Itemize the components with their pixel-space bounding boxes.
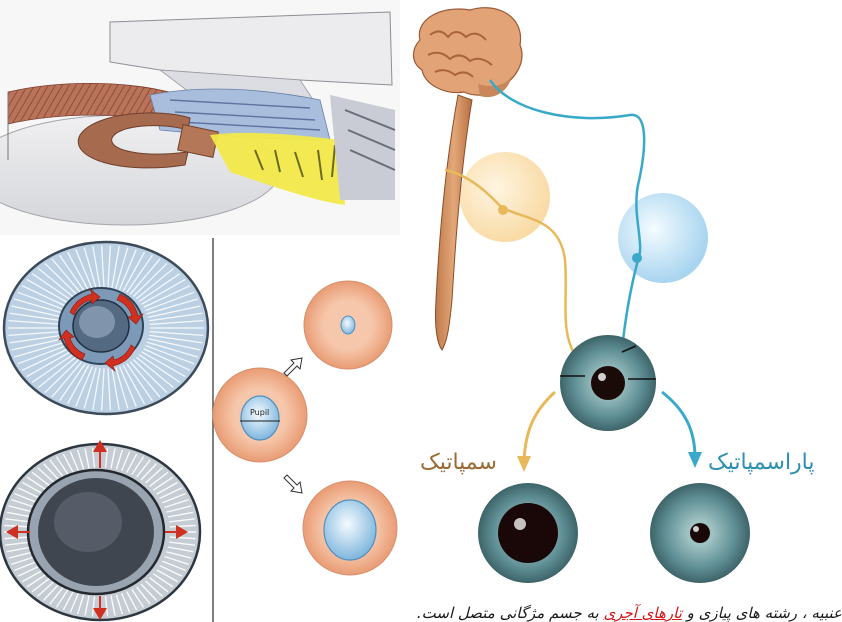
- caption-part2: به جسم مژگانی متصل است.: [417, 604, 604, 622]
- iris-constrictor-diagram: [0, 240, 212, 430]
- eye-icon: [650, 483, 750, 583]
- iris-dilator-diagram: [0, 440, 212, 622]
- pupil-label: Pupil: [250, 408, 269, 417]
- caption-highlight: تارهای آجری: [603, 604, 681, 622]
- pupil-size-diagram: Pupil: [212, 238, 400, 622]
- ciliary-body-illustration: [0, 0, 400, 235]
- eye-icon: [560, 335, 656, 431]
- caption-text: عنبیه ، رشته های پیازی و تارهای آجری به …: [218, 604, 842, 622]
- eye-icon: [478, 483, 578, 583]
- sympathetic-label: سمپاتیک: [420, 450, 497, 475]
- brain-icon: [414, 8, 522, 97]
- parasympathetic-label: پاراسمپاتیک: [708, 450, 815, 475]
- spinal-cord-icon: [435, 95, 472, 350]
- autonomic-innervation-diagram: سمپاتیک پاراسمپاتیک: [400, 0, 842, 600]
- caption-part1: عنبیه ، رشته های پیازی و: [682, 604, 842, 622]
